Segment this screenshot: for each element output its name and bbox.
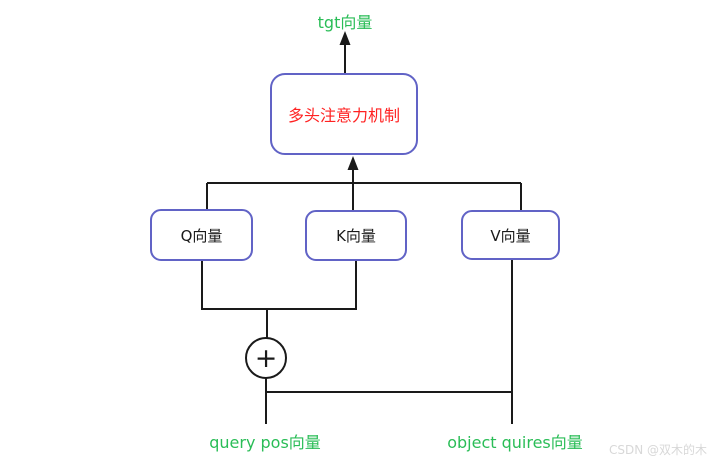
up-arrow-icon	[347, 156, 359, 170]
attention-box: 多头注意力机制	[270, 73, 418, 155]
plus-icon: +	[255, 343, 278, 374]
up-arrow-icon	[339, 31, 351, 45]
k-vector-label: K向量	[336, 227, 376, 245]
attention-box-label: 多头注意力机制	[287, 106, 400, 125]
q-vector-box: Q向量	[150, 209, 253, 261]
input-label-object-queries: object quires向量	[447, 433, 583, 452]
watermark: CSDN @双木的木	[608, 443, 707, 457]
input-label-query-pos: query pos向量	[209, 433, 321, 452]
v-vector-label: V向量	[490, 226, 531, 245]
q-vector-label: Q向量	[180, 226, 223, 245]
output-label: tgt向量	[317, 13, 373, 32]
v-vector-box: V向量	[461, 210, 560, 260]
k-vector-box: K向量	[305, 210, 407, 261]
